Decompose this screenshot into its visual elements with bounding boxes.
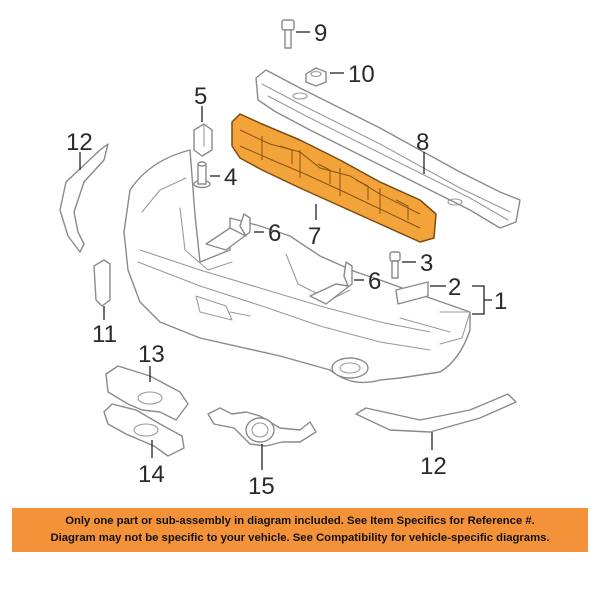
bolt — [281, 19, 295, 49]
callouts: 9 10 5 4 12 8 7 6 3 6 2 1 11 13 14 15 12 — [66, 20, 507, 500]
callout-11: 11 — [92, 321, 117, 348]
callout-4: 4 — [224, 164, 237, 191]
callout-10: 10 — [348, 61, 375, 88]
callout-5: 5 — [194, 83, 207, 110]
callout-9: 9 — [314, 20, 327, 47]
parts-diagram: 9 10 5 4 12 8 7 6 3 6 2 1 11 13 14 15 12 — [59, 19, 521, 500]
pin-fastener — [193, 161, 211, 189]
callout-7: 7 — [308, 223, 321, 250]
callout-14: 14 — [138, 461, 165, 488]
fog-lamp — [207, 407, 317, 447]
callout-12-lower: 12 — [420, 453, 447, 480]
energy-absorber — [231, 113, 437, 243]
callout-13: 13 — [138, 341, 165, 368]
bracket-upper — [205, 213, 251, 251]
reinforcement-bar — [255, 69, 521, 229]
callout-1: 1 — [494, 288, 507, 315]
bumper-cover — [123, 149, 471, 384]
callout-15: 15 — [248, 473, 275, 500]
callout-12-upper: 12 — [66, 129, 93, 156]
callout-3: 3 — [420, 250, 433, 277]
bolt-small — [389, 251, 401, 279]
callout-6-upper: 6 — [268, 220, 281, 247]
disclaimer-banner: Only one part or sub-assembly in diagram… — [12, 508, 588, 552]
leader-lines — [79, 31, 492, 470]
nut — [305, 67, 327, 87]
disclaimer-line-1: Only one part or sub-assembly in diagram… — [65, 515, 535, 527]
small-bracket — [395, 281, 429, 305]
side-bracket — [93, 259, 111, 307]
molding-lower-right — [355, 393, 517, 433]
fog-lamp-cover — [105, 365, 189, 421]
retainer-clip — [193, 123, 213, 157]
disclaimer-line-2: Diagram may not be specific to your vehi… — [50, 532, 550, 544]
callout-8: 8 — [416, 129, 429, 156]
bracket-lower — [309, 261, 353, 305]
callout-2: 2 — [448, 274, 461, 301]
callout-6-lower: 6 — [368, 268, 381, 295]
molding-left — [59, 143, 109, 253]
fog-lamp-bezel — [103, 403, 185, 457]
